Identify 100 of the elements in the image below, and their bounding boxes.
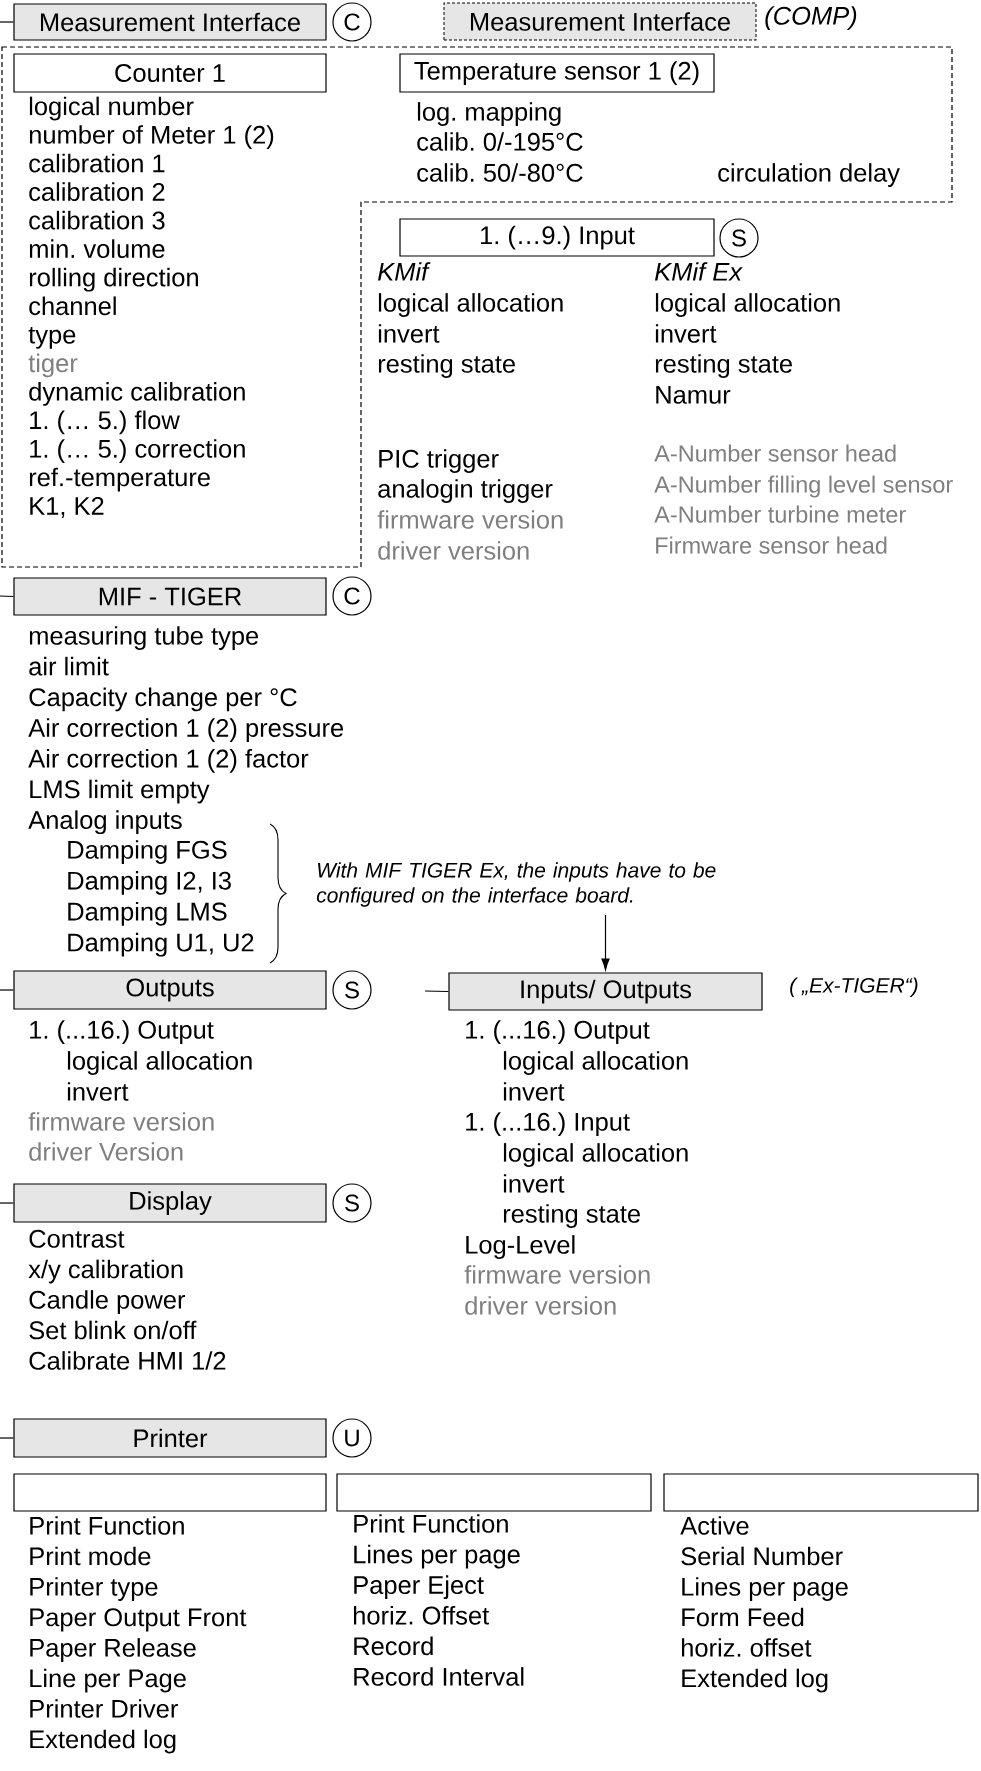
section-box: Temperature sensor 1 (2) [399,53,715,93]
list-item: Serial Number [681,1546,843,1566]
list-item: min. volume [29,239,165,259]
list-item: invert [378,324,440,343]
list-item: calib. 0/-195°C [417,132,583,151]
list-item: 1. (...16.) Output [30,1020,214,1044]
menu-header-box: Inputs/ Outputs [448,972,763,1011]
list-item: circulation delay [718,163,900,187]
list-item: Damping FGS [68,840,227,864]
list-item: Lines per page [354,1544,520,1569]
list-item: number of Meter 1 (2) [29,125,274,149]
menu-header-box: Outputs [13,970,327,1010]
list-item: KMif Ex [655,262,743,281]
list-item: measuring tube type [29,626,259,650]
list-item: Contrast [29,1229,125,1248]
list-item: Printer type [30,1577,158,1601]
list-item: Lines per page [682,1577,848,1601]
list-item: Print Function [354,1514,508,1533]
list-item: channel [29,296,116,316]
list-item: K1, K2 [30,496,104,518]
list-item: Record [354,1636,433,1656]
menu-header-box: Printer [13,1418,327,1458]
list-item: Analog inputs [28,810,182,835]
list-item: Print Function [30,1516,184,1535]
list-item: 1. (… 5.) correction [30,439,245,463]
list-item: A-Number filling level sensor [654,475,953,498]
list-item: calibration 3 [29,210,165,230]
list-item: Extended log [30,1729,176,1754]
circled-letter: S [332,1183,372,1223]
list-item: Set blink on/off [29,1320,197,1340]
section-box [336,1473,652,1512]
list-item: A-Number turbine meter [654,505,906,523]
list-item: Namur [656,386,731,404]
list-item: log. mapping [417,102,561,126]
list-item: invert [655,324,717,343]
list-item: Capacity change per °C [29,687,297,712]
list-item: Line per Page [30,1668,186,1693]
list-item: logical allocation [503,1143,688,1167]
connector-line [0,595,14,598]
list-item: dynamic calibration [29,382,245,406]
note-text: With MIF TIGER Ex, the inputs have to be configured on the interface board. [316,862,716,907]
list-item: horiz. Offset [353,1605,489,1625]
list-item: Damping I2, I3 [68,871,231,895]
list-item: firmware version [28,1112,214,1131]
list-item: Firmware sensor head [656,536,887,554]
list-item: logical allocation [503,1051,688,1075]
list-item: calibration 1 [29,153,165,173]
list-item: firmware version [377,510,563,529]
list-item: logical allocation [655,293,840,317]
list-item: Air correction 1 (2) factor [28,748,309,773]
list-item: Paper Release [30,1638,196,1662]
list-item: 1. (...16.) Output [466,1020,650,1044]
section-box [13,1473,327,1512]
section-box [663,1473,979,1512]
list-item: 1. (...16.) Input [466,1112,630,1136]
connector-line [0,1202,14,1204]
list-item: rolling direction [29,267,198,292]
list-item: Candle power [29,1290,186,1314]
list-item: firmware version [464,1265,650,1284]
list-item: Record Interval [354,1667,524,1686]
list-item: air limit [29,656,109,676]
list-item: Log-Level [466,1235,575,1259]
list-item: analogin trigger [378,479,553,503]
list-item: tiger [28,353,78,378]
list-item: driver version [378,541,529,560]
list-item: Print mode [30,1546,151,1566]
list-item: invert [503,1082,565,1101]
section-box: Counter 1 [13,53,327,93]
list-item: logical allocation [67,1051,252,1075]
list-item: Paper Output Front [30,1608,247,1632]
list-item: Form Feed [682,1607,804,1627]
list-item: Active [680,1516,749,1535]
connector-line [0,989,14,991]
list-item: Damping LMS [68,901,227,926]
arrow [601,914,610,971]
list-item: 1. (… 5.) flow [30,410,180,435]
list-item: logical allocation [378,293,563,317]
dashed-header-box: Measurement Interface [443,2,757,41]
circled-letter: S [719,218,759,258]
list-item: ref.-temperature [29,467,210,492]
list-item: horiz. offset [681,1638,812,1657]
list-item: driver Version [29,1142,183,1161]
list-item: KMif [378,262,431,281]
list-item: calib. 50/-80°C [417,163,583,182]
list-item: A-Number sensor head [654,444,896,462]
list-item: Air correction 1 (2) pressure [28,718,344,742]
connector-line [424,990,449,993]
list-item: Damping U1, U2 [68,932,254,957]
list-item: type [28,326,76,349]
circled-letter: S [332,970,372,1010]
circled-letter: C [332,576,372,616]
list-item: Printer Driver [30,1699,178,1718]
section-box: 1. (…9.) Input [399,218,715,257]
list-item: invert [503,1174,565,1193]
list-item: Calibrate HMI 1/2 [29,1351,226,1370]
list-item: calibration 2 [29,182,165,201]
circled-letter: U [332,1418,372,1458]
annotation-text: ( „Ex-TIGER“) [790,977,918,997]
dashed-group-outline [1,46,953,568]
list-item: invert [67,1082,129,1101]
